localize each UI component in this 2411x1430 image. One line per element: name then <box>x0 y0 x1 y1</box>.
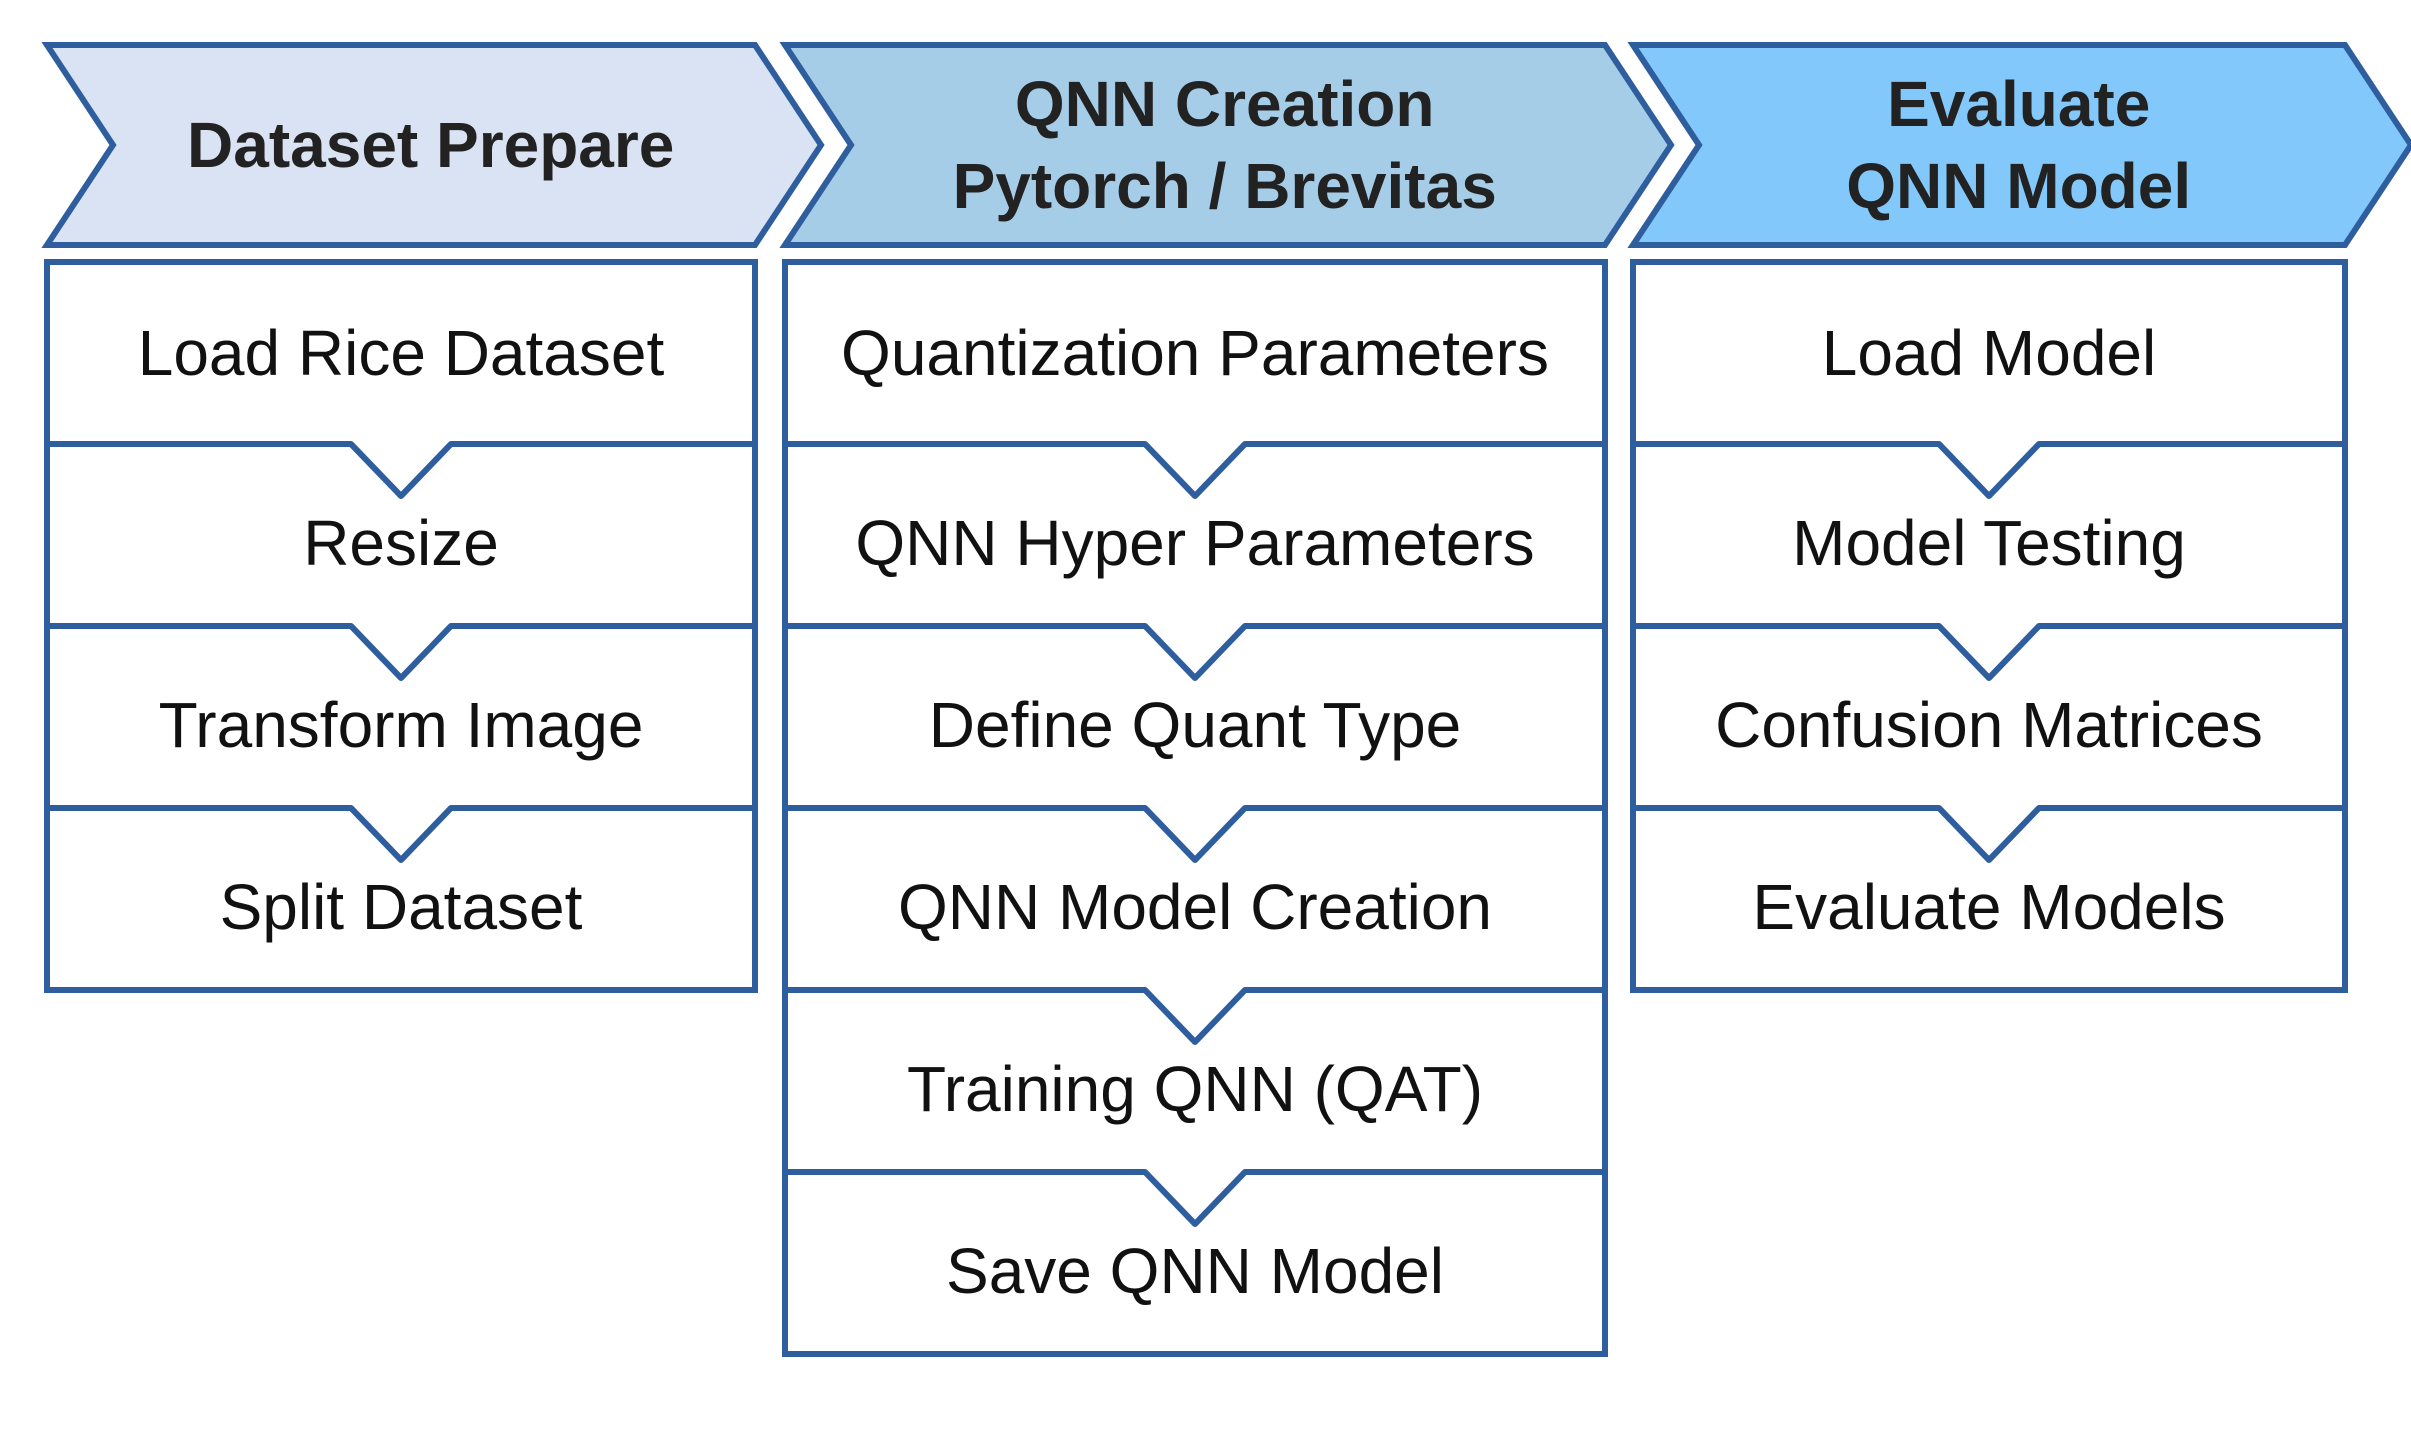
step-divider-arrow <box>785 441 1605 499</box>
step-label: Split Dataset <box>220 871 583 943</box>
header-title-line-2: QNN Model <box>1846 150 2191 222</box>
step-label: Confusion Matrices <box>1715 689 2263 761</box>
step-divider-arrow <box>47 441 755 499</box>
step-label: Evaluate Models <box>1752 871 2225 943</box>
header-chevron-3 <box>1627 42 2411 248</box>
step-divider-arrow <box>1633 441 2345 499</box>
step-label: Resize <box>303 507 499 579</box>
step-divider-arrow <box>1633 805 2345 863</box>
header-title-line-2: Pytorch / Brevitas <box>953 150 1497 222</box>
step-label: Load Model <box>1822 317 2156 389</box>
step-label: Save QNN Model <box>946 1235 1444 1307</box>
step-label: Define Quant Type <box>929 689 1462 761</box>
step-label: QNN Hyper Parameters <box>855 507 1534 579</box>
step-divider-arrow <box>785 623 1605 681</box>
header-chevron-2 <box>779 42 1675 248</box>
step-divider-arrow <box>785 805 1605 863</box>
header-chevron-1 <box>41 42 825 248</box>
header-title-line-1: Evaluate <box>1887 68 2150 140</box>
step-divider-arrow <box>47 805 755 863</box>
step-label: Model Testing <box>1792 507 2186 579</box>
step-divider-arrow <box>47 623 755 681</box>
header-title-line-1: QNN Creation <box>1015 68 1435 140</box>
step-divider-arrow <box>1633 623 2345 681</box>
step-label: Load Rice Dataset <box>138 317 665 389</box>
header-title-line-1: Dataset Prepare <box>187 109 674 181</box>
step-divider-arrow <box>785 987 1605 1045</box>
step-label: Transform Image <box>159 689 644 761</box>
step-label: Training QNN (QAT) <box>907 1053 1483 1125</box>
step-label: QNN Model Creation <box>898 871 1492 943</box>
step-divider-arrow <box>785 1169 1605 1227</box>
step-label: Quantization Parameters <box>841 317 1549 389</box>
